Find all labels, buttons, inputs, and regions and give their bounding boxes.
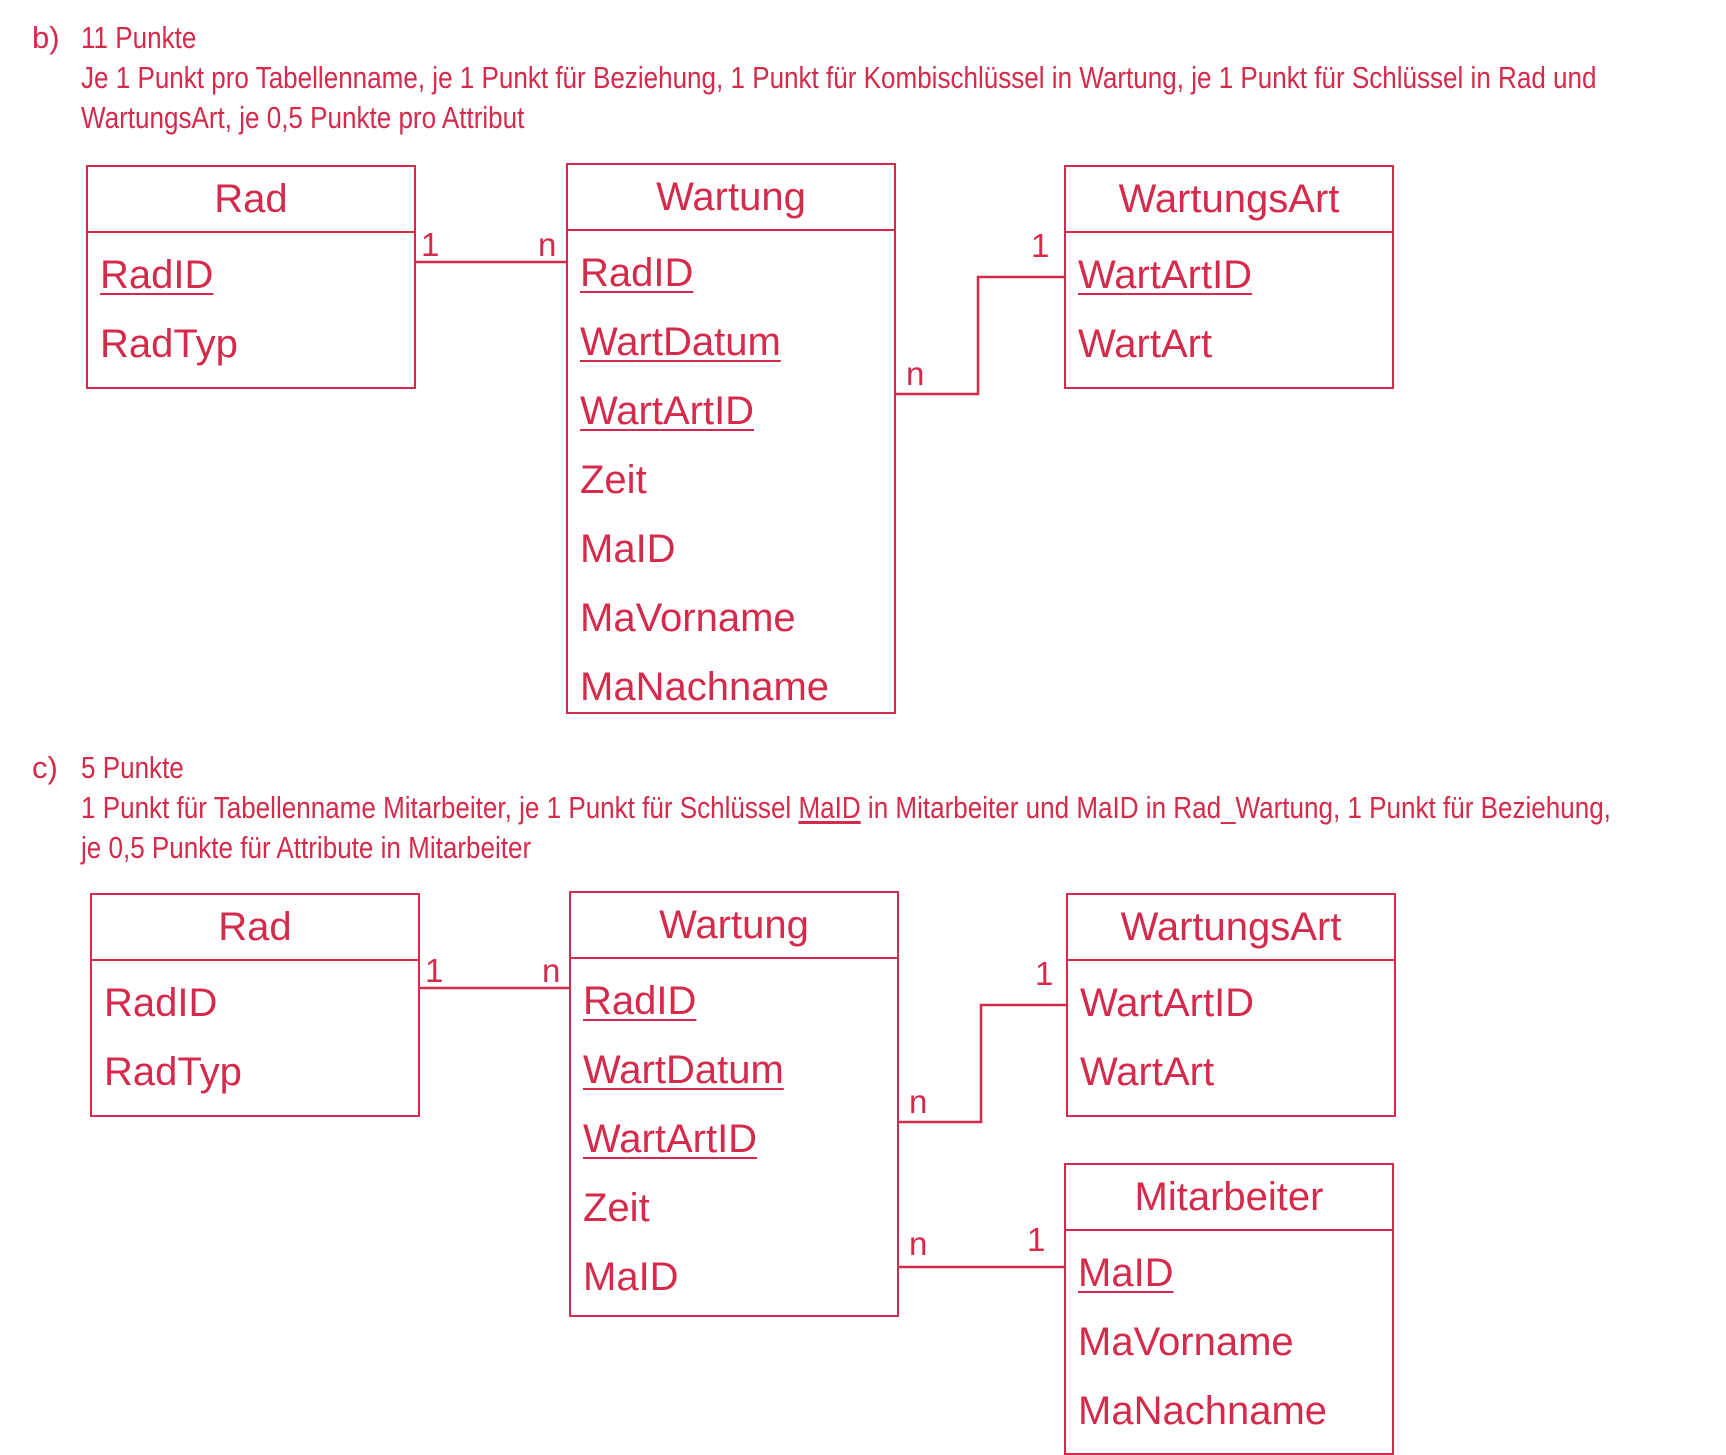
primary-key-attribute: WartArtID: [583, 1117, 758, 1161]
b-rad-attributes: RadID RadTyp: [88, 233, 414, 379]
b-entity-rad: Rad RadID RadTyp: [86, 165, 416, 389]
primary-key-attribute: WartArtID: [580, 389, 755, 433]
attribute: WartArtID: [1080, 981, 1255, 1025]
primary-key-attribute: WartDatum: [580, 320, 781, 364]
b-wartung-wartungsart-line: [894, 275, 1064, 396]
section-c-points: 5 Punkte: [81, 750, 184, 785]
attribute: RadTyp: [104, 1050, 242, 1094]
b-wartungsart-attributes: WartArtID WartArt: [1066, 233, 1392, 379]
b-card-rad-1: 1: [421, 226, 440, 263]
section-c-description-line-1: 1 Punkt für Tabellenname Mitarbeiter, je…: [81, 788, 1611, 828]
section-c-description-line-2: je 0,5 Punkte für Attribute in Mitarbeit…: [81, 830, 532, 865]
b-card-wartung-n-art: n: [906, 355, 925, 392]
attribute: MaVorname: [1078, 1320, 1294, 1364]
c-card-mitarbeiter-1: 1: [1027, 1221, 1046, 1258]
c-card-wartung-n-art: n: [909, 1083, 928, 1120]
attribute: MaID: [583, 1255, 679, 1299]
attribute: RadTyp: [100, 322, 238, 366]
section-b-description-line-1: Je 1 Punkt pro Tabellenname, je 1 Punkt …: [81, 60, 1597, 95]
c-rad-title: Rad: [92, 895, 418, 961]
primary-key-attribute: MaID: [1078, 1251, 1174, 1295]
c-card-wartung-n-ma: n: [909, 1225, 928, 1262]
c-card-wartungsart-1: 1: [1035, 955, 1054, 992]
section-b-points: 11 Punkte: [81, 20, 197, 55]
b-rad-title: Rad: [88, 167, 414, 233]
attribute: Zeit: [583, 1186, 650, 1230]
section-b-description-line-2: WartungsArt, je 0,5 Punkte pro Attribut: [81, 100, 525, 135]
c-card-rad-1: 1: [425, 952, 444, 989]
primary-key-attribute: RadID: [100, 253, 214, 297]
primary-key-attribute: RadID: [583, 979, 697, 1023]
attribute: MaNachname: [1078, 1389, 1328, 1433]
section-c-desc-part-b: in Mitarbeiter und MaID in Rad_Wartung, …: [860, 790, 1611, 825]
b-entity-wartungsart: WartungsArt WartArtID WartArt: [1064, 165, 1394, 389]
c-mitarbeiter-title: Mitarbeiter: [1066, 1165, 1392, 1231]
attribute: WartArt: [1078, 322, 1213, 366]
c-entity-rad: Rad RadID RadTyp: [90, 893, 420, 1117]
section-c-desc-part-a: 1 Punkt für Tabellenname Mitarbeiter, je…: [81, 790, 799, 825]
attribute: MaID: [580, 527, 676, 571]
section-c-letter: c): [32, 750, 58, 785]
b-wartung-title: Wartung: [568, 165, 894, 231]
primary-key-attribute: RadID: [580, 251, 694, 295]
primary-key-attribute: WartDatum: [583, 1048, 784, 1092]
b-wartungsart-title: WartungsArt: [1066, 167, 1392, 233]
c-wartungsart-attributes: WartArtID WartArt: [1068, 961, 1394, 1107]
attribute: Zeit: [580, 458, 647, 502]
attribute: MaVorname: [580, 596, 796, 640]
attribute: MaNachname: [580, 665, 830, 709]
c-wartung-title: Wartung: [571, 893, 897, 959]
b-card-wartungsart-1: 1: [1031, 227, 1050, 264]
c-rad-attributes: RadID RadTyp: [92, 961, 418, 1107]
c-wartungsart-title: WartungsArt: [1068, 895, 1394, 961]
c-entity-wartungsart: WartungsArt WartArtID WartArt: [1066, 893, 1396, 1117]
section-b-letter: b): [32, 20, 60, 55]
b-card-wartung-n-rad: n: [538, 226, 557, 263]
attribute: RadID: [104, 981, 218, 1025]
attribute: WartArt: [1080, 1050, 1215, 1094]
section-c-desc-key: MaID: [798, 790, 861, 825]
c-wartung-wartungsart-line: [897, 1003, 1066, 1124]
primary-key-attribute: WartArtID: [1078, 253, 1253, 297]
c-card-wartung-n-rad: n: [542, 952, 561, 989]
